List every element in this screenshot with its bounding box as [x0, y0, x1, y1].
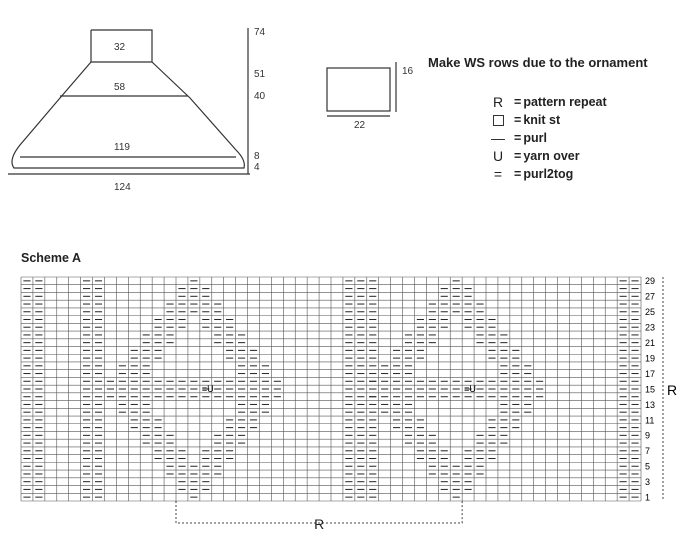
legend-row-purl2tog: = =purl2tog [488, 165, 607, 183]
height-8-label: 8 [254, 151, 260, 162]
purl2tog-icon: = [493, 166, 503, 182]
dimension-labels: 32 58 119 124 74 51 40 8 4 [114, 27, 266, 193]
schematic-drawing: 32 58 119 124 74 51 40 8 4 22 16 [8, 27, 414, 193]
scheme-title: Scheme A [21, 251, 81, 265]
legend-label-repeat: pattern repeat [523, 95, 607, 109]
small-piece-height-label: 16 [402, 66, 414, 77]
row-number-label: 25 [645, 307, 655, 317]
bottom-repeat-label: R [314, 516, 324, 532]
row-number-label: 1 [645, 493, 650, 503]
legend-label-purl2tog: purl2tog [523, 167, 574, 181]
row-number-label: 7 [645, 446, 650, 456]
upper-width-label: 58 [114, 82, 126, 93]
legend-label-yarn-over: yarn over [523, 149, 580, 163]
lower-width-label: 119 [114, 142, 130, 153]
chart-grid [20, 276, 642, 502]
legend-row-yarn-over: U =yarn over [488, 147, 607, 165]
row-number-label: 17 [645, 369, 655, 379]
legend-row-repeat: R =pattern repeat [488, 93, 607, 111]
small-piece-schematic [326, 62, 397, 117]
pattern-repeat-icon: R [492, 94, 504, 110]
bottom-width-label: 124 [114, 182, 131, 193]
height-51-label: 51 [254, 69, 266, 80]
neck-width-label: 32 [114, 42, 126, 53]
row-number-label: 11 [645, 415, 654, 425]
row-number-label: 29 [645, 276, 655, 286]
height-40-label: 40 [254, 91, 266, 102]
height-total-label: 74 [254, 27, 266, 38]
yarn-over-motif-1: =U [202, 384, 214, 394]
legend-row-knit: =knit st [488, 111, 607, 129]
purl-icon: — [491, 130, 505, 146]
row-number-label: 27 [645, 292, 655, 302]
side-repeat-label: R [667, 382, 677, 398]
yarn-over-motif-2: =U [464, 384, 476, 394]
yarn-over-icon: U [492, 148, 504, 164]
row-number-label: 5 [645, 462, 650, 472]
row-number-label: 3 [645, 477, 650, 487]
bottom-repeat-bracket [175, 501, 463, 524]
row-number-label: 15 [645, 384, 655, 394]
height-4-label: 4 [254, 162, 260, 173]
row-number-label: 19 [645, 353, 655, 363]
ws-rows-instruction: Make WS rows due to the ornament [428, 55, 648, 70]
legend-row-purl: — =purl [488, 129, 607, 147]
row-number-label: 9 [645, 431, 650, 441]
row-number-label: 23 [645, 323, 655, 333]
row-number-label: 21 [645, 338, 655, 348]
garment-body-schematic [8, 28, 250, 175]
small-piece-width-label: 22 [354, 120, 366, 131]
legend-label-knit: knit st [523, 113, 561, 127]
knit-stitch-icon [488, 114, 508, 126]
row-number-label: 13 [645, 400, 655, 410]
purl-marks [23, 280, 639, 498]
symbol-legend: R =pattern repeat =knit st — =purl U =ya… [488, 93, 607, 183]
legend-label-purl: purl [523, 131, 547, 145]
